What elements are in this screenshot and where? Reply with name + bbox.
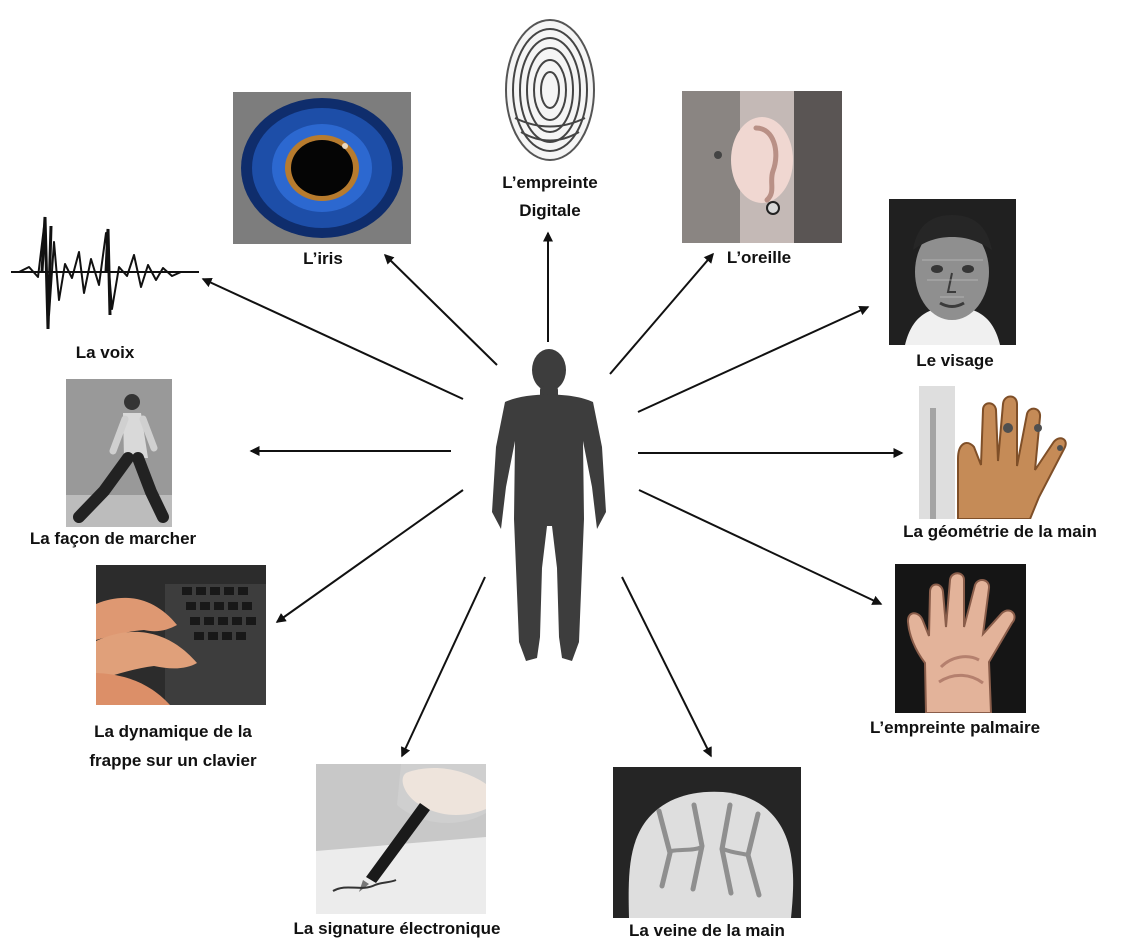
label-iris: L’iris xyxy=(273,248,373,270)
ear-tile xyxy=(682,91,842,243)
hand-fingers-icon xyxy=(919,386,1086,519)
arrow-to-iris xyxy=(385,255,497,365)
palm-icon xyxy=(895,564,1026,713)
arrow-to-palm xyxy=(639,490,881,604)
hand-vein-icon xyxy=(613,767,801,918)
arrow-to-keystroke xyxy=(277,490,463,622)
arrow-to-ear xyxy=(610,254,713,374)
walking-person-icon xyxy=(66,379,172,527)
face-tile xyxy=(889,199,1016,345)
label-keystroke-line1: La dynamique de la xyxy=(63,721,283,743)
label-signature: La signature électronique xyxy=(262,918,532,940)
face-icon xyxy=(889,199,1016,345)
ear-icon xyxy=(682,91,842,243)
human-silhouette-icon xyxy=(492,349,606,661)
label-keystroke-line2: frappe sur un clavier xyxy=(63,750,283,772)
fingerprint-tile xyxy=(497,10,603,168)
label-vein: La veine de la main xyxy=(597,920,817,942)
arrow-to-vein xyxy=(622,577,711,756)
arrow-to-signature xyxy=(402,577,485,756)
gait-tile xyxy=(66,379,172,527)
signature-tile xyxy=(316,764,486,914)
sound-wave-icon xyxy=(11,197,199,347)
eye-iris-icon xyxy=(233,92,411,244)
arrow-to-voice xyxy=(203,279,463,399)
iris-tile xyxy=(233,92,411,244)
keystroke-tile xyxy=(96,565,266,705)
voice-tile xyxy=(11,197,199,347)
label-fingerprint-line2: Digitale xyxy=(470,200,630,222)
label-fingerprint-line1: L’empreinte xyxy=(470,172,630,194)
arrow-to-face xyxy=(638,307,868,412)
label-palm: L’empreinte palmaire xyxy=(845,717,1065,739)
palm-tile xyxy=(895,564,1026,713)
vein-tile xyxy=(613,767,801,918)
label-ear: L’oreille xyxy=(704,247,814,269)
label-face: Le visage xyxy=(900,350,1010,372)
label-gait: La façon de marcher xyxy=(13,528,213,550)
label-voice: La voix xyxy=(55,342,155,364)
hand-geometry-tile xyxy=(919,386,1086,519)
fingerprint-icon xyxy=(497,10,603,168)
pen-signature-icon xyxy=(316,764,486,914)
label-hand-geometry: La géométrie de la main xyxy=(880,521,1120,543)
typing-keyboard-icon xyxy=(96,565,266,705)
